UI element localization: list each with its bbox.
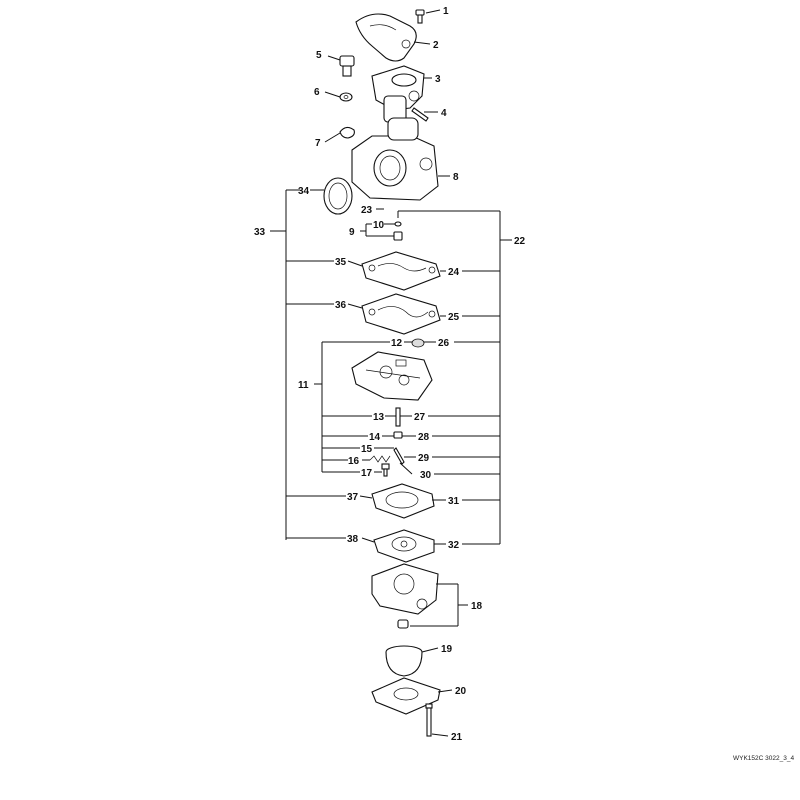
- part-screw-21: [425, 703, 433, 737]
- part-gasket-31: [371, 483, 435, 519]
- callout-35: 35: [335, 257, 347, 268]
- part-bracket-2: [355, 13, 417, 62]
- callout-18: 18: [471, 601, 483, 612]
- callout-labels: 1 2 3 4 5 6 7 8 9 10 11 12 13 14 15 16 1…: [254, 6, 526, 743]
- callout-33: 33: [254, 227, 266, 238]
- part-oring-10: [394, 221, 402, 227]
- part-washer-6: [339, 92, 353, 102]
- bracket-33: [270, 189, 346, 540]
- part-pin-13: [395, 407, 401, 427]
- part-spring-16: [369, 455, 391, 463]
- callout-31: 31: [448, 496, 460, 507]
- reference-code: WYK152C 3022_3_4: [733, 755, 794, 762]
- callout-23: 23: [361, 205, 373, 216]
- callout-10: 10: [373, 220, 385, 231]
- callout-7: 7: [315, 138, 321, 149]
- bracket-18: [410, 583, 468, 627]
- callout-3: 3: [435, 74, 441, 85]
- callout-38: 38: [347, 534, 359, 545]
- part-pin-15: [393, 447, 405, 465]
- callout-25: 25: [448, 312, 460, 323]
- part-carburetor-body-8: [351, 117, 439, 201]
- callout-20: 20: [455, 686, 467, 697]
- callout-32: 32: [448, 540, 460, 551]
- callout-29: 29: [418, 453, 430, 464]
- callout-28: 28: [418, 432, 430, 443]
- callout-22: 22: [514, 236, 526, 247]
- part-cap-12: [411, 338, 425, 348]
- callout-11: 11: [298, 380, 309, 391]
- callout-1: 1: [443, 6, 449, 17]
- callout-4: 4: [441, 108, 447, 119]
- part-gasket-34: [323, 177, 353, 215]
- callout-8: 8: [453, 172, 459, 183]
- bracket-22: [397, 210, 512, 545]
- part-clip-7: [339, 126, 355, 139]
- part-fitting-5: [339, 55, 355, 77]
- callout-15: 15: [361, 444, 373, 455]
- callout-34: 34: [298, 186, 310, 197]
- part-pump-body-11: [351, 351, 433, 401]
- callout-36: 36: [335, 300, 347, 311]
- callout-27: 27: [414, 412, 426, 423]
- part-lever-14: [393, 431, 403, 439]
- part-diaphragm-25: [361, 293, 441, 335]
- part-diaphragm-32: [373, 529, 435, 563]
- part-screw-1: [415, 9, 425, 24]
- callout-2: 2: [433, 40, 439, 51]
- callout-14: 14: [369, 432, 381, 443]
- part-needle-9: [393, 231, 403, 241]
- callout-21: 21: [451, 732, 463, 743]
- leader-lines: [310, 9, 453, 737]
- callout-19: 19: [441, 644, 453, 655]
- callout-17: 17: [361, 468, 373, 479]
- part-purge-cover-18: [371, 563, 439, 629]
- callout-24: 24: [448, 267, 460, 278]
- callout-6: 6: [314, 87, 320, 98]
- callout-9: 9: [349, 227, 355, 238]
- callout-30: 30: [420, 470, 432, 481]
- part-gasket-24: [361, 251, 441, 291]
- callout-37: 37: [347, 492, 359, 503]
- part-screw-4: [411, 107, 429, 122]
- part-screw-17: [381, 463, 390, 477]
- part-retainer-20: [371, 677, 441, 715]
- callout-13: 13: [373, 412, 385, 423]
- part-primer-bulb-19: [385, 645, 423, 677]
- callout-12: 12: [391, 338, 403, 349]
- callout-5: 5: [316, 50, 322, 61]
- bracket-11: [314, 341, 390, 473]
- callout-26: 26: [438, 338, 450, 349]
- callout-16: 16: [348, 456, 360, 467]
